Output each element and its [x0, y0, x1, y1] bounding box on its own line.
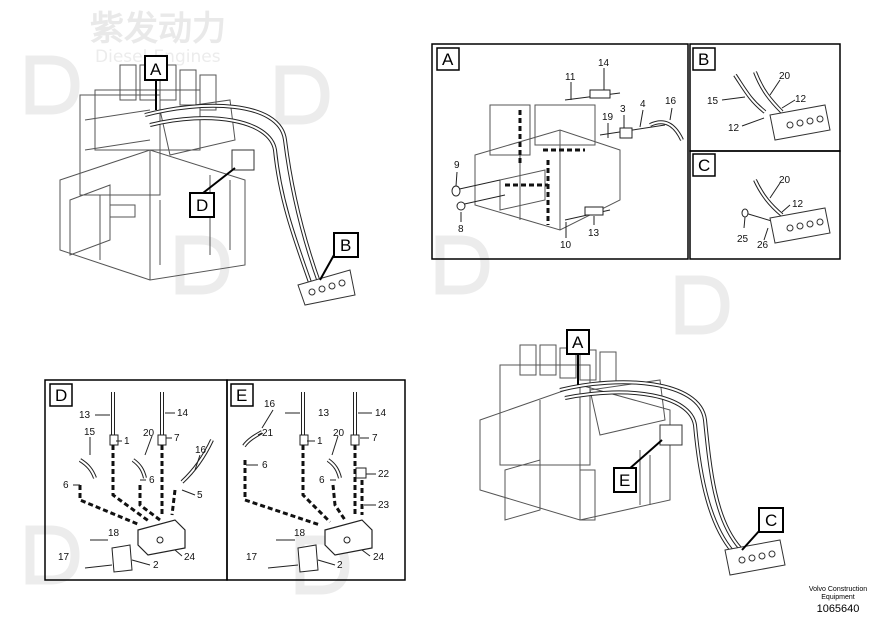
svg-text:10: 10 — [560, 240, 572, 251]
callout-d-main: D — [189, 167, 236, 218]
svg-text:24: 24 — [373, 552, 385, 563]
svg-text:25: 25 — [737, 234, 749, 245]
second-hoses — [559, 380, 786, 576]
main-valve-assembly — [59, 64, 246, 281]
watermark-brand: 紫发动力 — [90, 9, 226, 49]
svg-text:13: 13 — [79, 410, 91, 421]
svg-text:18: 18 — [108, 528, 120, 539]
svg-text:7: 7 — [174, 433, 180, 444]
svg-text:11: 11 — [565, 72, 576, 83]
svg-text:1: 1 — [317, 436, 323, 447]
svg-text:A: A — [442, 50, 454, 69]
detail-a-panel: A — [431, 43, 689, 260]
svg-text:15: 15 — [707, 96, 719, 107]
svg-text:17: 17 — [246, 552, 258, 563]
svg-text:16: 16 — [665, 96, 677, 107]
svg-text:7: 7 — [372, 433, 378, 444]
svg-text:8: 8 — [458, 224, 464, 235]
svg-text:C: C — [765, 511, 777, 530]
svg-text:2: 2 — [153, 560, 159, 571]
footer-line1: Volvo Construction — [809, 586, 867, 593]
svg-text:6: 6 — [262, 460, 268, 471]
detail-a-label-lines — [455, 68, 673, 238]
footer-line2: Equipment — [821, 594, 855, 601]
svg-text:3: 3 — [620, 104, 626, 115]
detail-d-panel: D 13 14 15 1 20 7 16 6 — [44, 379, 228, 581]
svg-text:D: D — [196, 196, 208, 215]
svg-text:6: 6 — [63, 480, 69, 491]
svg-text:18: 18 — [294, 528, 306, 539]
svg-text:20: 20 — [779, 71, 791, 82]
svg-text:12: 12 — [728, 123, 740, 134]
svg-text:B: B — [698, 50, 709, 69]
svg-text:20: 20 — [779, 175, 791, 186]
svg-text:17: 17 — [58, 552, 70, 563]
svg-text:24: 24 — [184, 552, 196, 563]
svg-text:12: 12 — [795, 94, 807, 105]
svg-text:5: 5 — [197, 490, 203, 501]
svg-text:19: 19 — [602, 112, 614, 123]
svg-text:14: 14 — [177, 408, 189, 419]
svg-text:14: 14 — [598, 58, 610, 69]
svg-text:1: 1 — [124, 436, 130, 447]
svg-text:22: 22 — [378, 469, 390, 480]
callout-a-main: A — [144, 55, 168, 110]
svg-text:16: 16 — [195, 445, 207, 456]
svg-text:21: 21 — [262, 428, 274, 439]
detail-c-panel: C 20 12 25 26 — [689, 150, 841, 260]
second-valve-assembly — [479, 344, 671, 521]
watermark: 紫发动力 Diesel-Engines — [25, 9, 730, 595]
svg-text:B: B — [340, 236, 351, 255]
svg-text:20: 20 — [333, 428, 345, 439]
svg-text:D: D — [55, 386, 67, 405]
svg-text:C: C — [698, 156, 710, 175]
callout-e-second: E — [613, 439, 663, 493]
callout-b-main: B — [319, 232, 359, 281]
detail-e-panel: E 16 13 14 21 1 20 7 — [226, 379, 406, 581]
svg-text:9: 9 — [454, 160, 460, 171]
svg-text:14: 14 — [375, 408, 387, 419]
footer: Volvo Construction Equipment 1065640 — [809, 586, 867, 615]
svg-text:2: 2 — [337, 560, 343, 571]
svg-text:26: 26 — [757, 240, 769, 251]
doc-number: 1065640 — [817, 603, 860, 615]
svg-text:20: 20 — [143, 428, 155, 439]
svg-text:6: 6 — [319, 475, 325, 486]
svg-text:15: 15 — [84, 427, 96, 438]
svg-text:6: 6 — [149, 475, 155, 486]
svg-text:A: A — [150, 60, 162, 79]
svg-text:E: E — [619, 471, 630, 490]
svg-text:13: 13 — [588, 228, 600, 239]
svg-text:E: E — [236, 386, 247, 405]
callout-c-second: C — [741, 507, 784, 551]
detail-b-panel: B 20 15 12 12 — [689, 43, 841, 152]
svg-text:16: 16 — [264, 399, 276, 410]
svg-text:4: 4 — [640, 99, 646, 110]
svg-text:13: 13 — [318, 408, 330, 419]
main-hoses — [144, 103, 356, 306]
svg-text:23: 23 — [378, 500, 390, 511]
svg-text:12: 12 — [792, 199, 804, 210]
callout-a-second: A — [566, 329, 590, 385]
svg-text:A: A — [572, 333, 584, 352]
